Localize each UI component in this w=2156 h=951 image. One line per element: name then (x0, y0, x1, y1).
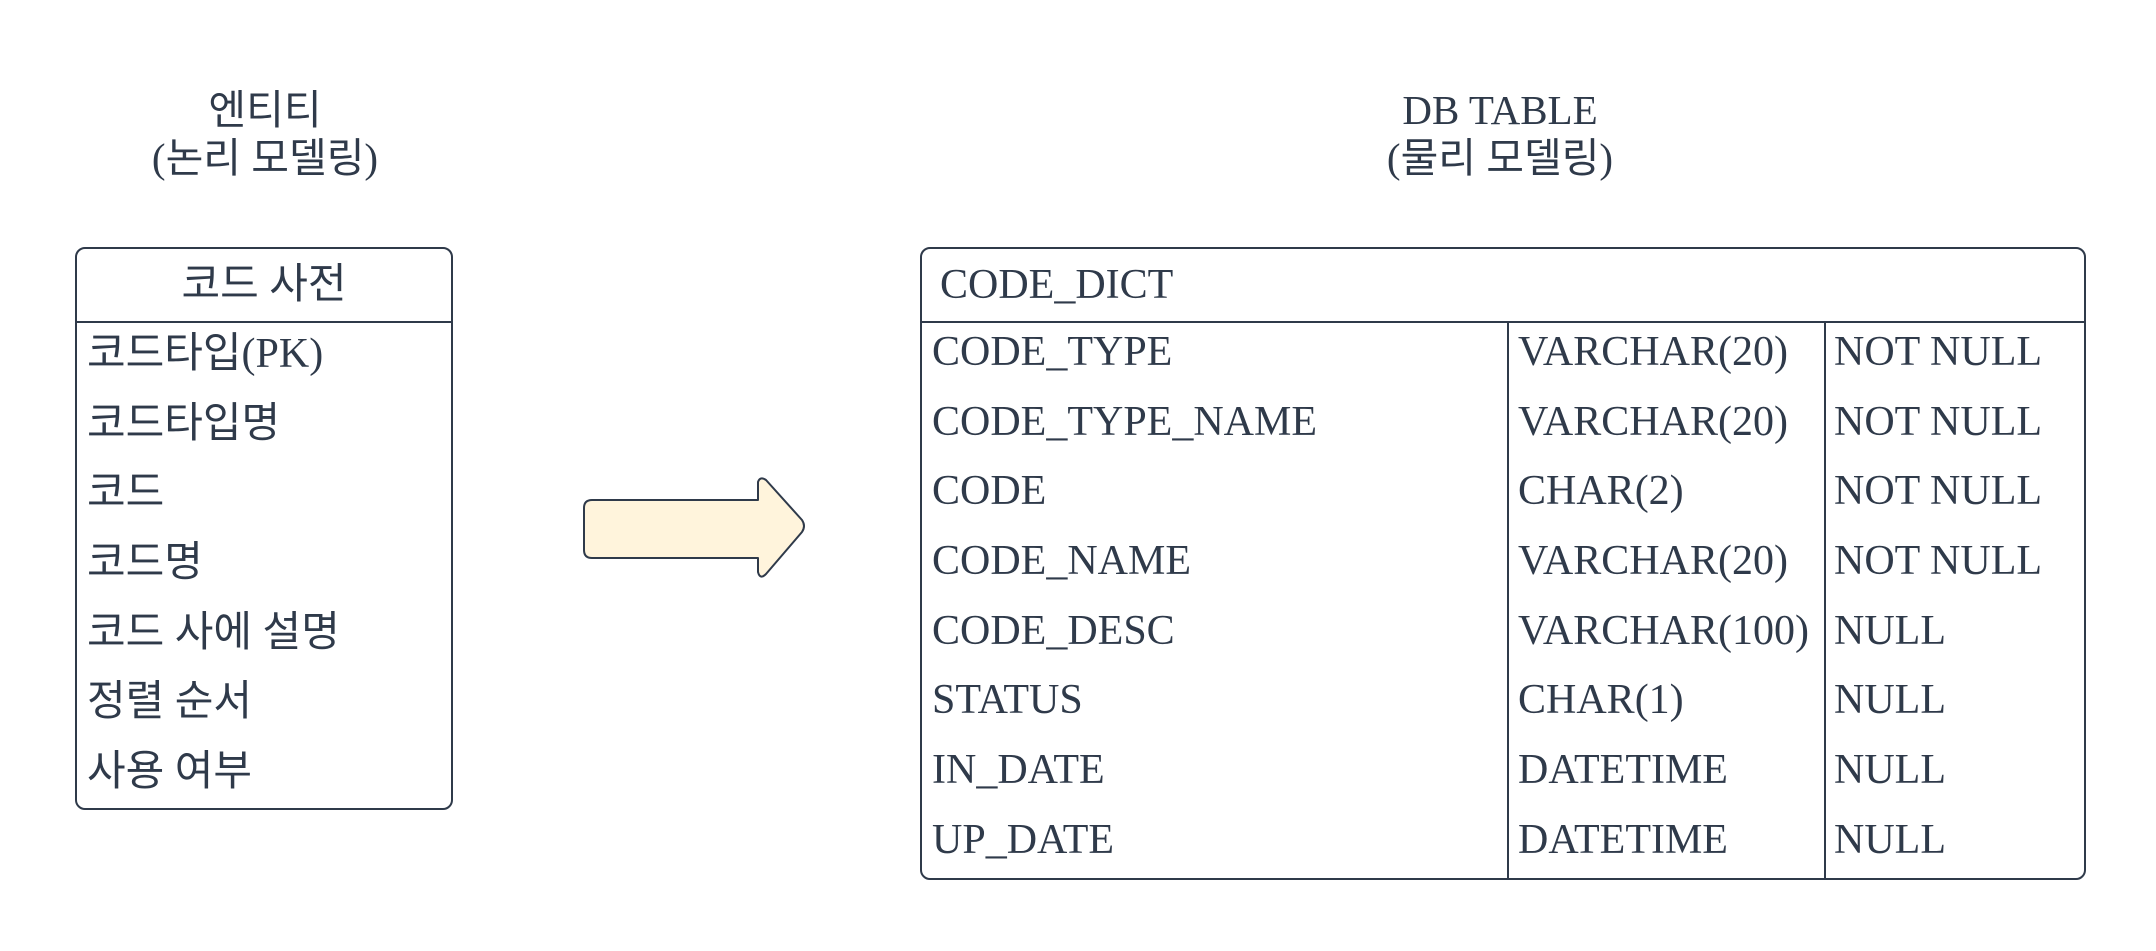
entity-attribute: 코드타입명 (87, 400, 281, 447)
entity-attribute: 코드명 (87, 540, 203, 587)
column-name: CODE (932, 468, 1047, 515)
column-type: VARCHAR(100) (1518, 607, 1809, 654)
column-name: IN_DATE (932, 747, 1105, 794)
table-row: CODE CHAR(2) NOT NULL (922, 460, 2084, 530)
entity-attribute: 코드 사에 설명 (87, 609, 340, 656)
entity-heading: 엔티티 (논리 모델링) (80, 86, 450, 182)
column-nullable: NULL (1834, 677, 1946, 724)
table-row: CODE_TYPE_NAME VARCHAR(20) NOT NULL (922, 391, 2084, 461)
entity-box: 코드 사전 코드타입(PK) 코드타입명 코드 코드명 코드 사에 설명 정렬 … (75, 247, 453, 810)
table-row: UP_DATE DATETIME NULL (922, 809, 2084, 879)
column-nullable: NULL (1834, 607, 1946, 654)
column-type: DATETIME (1518, 816, 1728, 863)
entity-attribute: 코드타입(PK) (87, 331, 324, 377)
table-heading: DB TABLE (물리 모델링) (1300, 86, 1700, 182)
table-heading-subtitle: (물리 모델링) (1386, 135, 1614, 181)
column-nullable: NOT NULL (1834, 468, 2043, 515)
column-divider (1507, 321, 1509, 878)
entity-heading-title: 엔티티 (208, 87, 322, 133)
column-nullable: NOT NULL (1834, 538, 2043, 585)
table-row: CODE_TYPE VARCHAR(20) NOT NULL (922, 321, 2084, 391)
column-nullable: NULL (1834, 747, 1946, 794)
column-name: STATUS (932, 677, 1083, 724)
column-name: UP_DATE (932, 816, 1115, 863)
table-name: CODE_DICT (922, 249, 2084, 323)
column-type: VARCHAR(20) (1518, 538, 1788, 585)
column-type: VARCHAR(20) (1518, 398, 1788, 445)
column-name: CODE_TYPE (932, 329, 1173, 375)
entity-attribute: 사용 여부 (87, 749, 253, 796)
table-row: IN_DATE DATETIME NULL (922, 739, 2084, 809)
column-type: CHAR(1) (1518, 677, 1684, 724)
column-name: CODE_NAME (932, 538, 1191, 585)
column-nullable: NOT NULL (1834, 329, 2043, 375)
entity-attribute: 코드 (87, 470, 165, 517)
column-type: DATETIME (1518, 747, 1728, 794)
entity-attribute-list: 코드타입(PK) 코드타입명 코드 코드명 코드 사에 설명 정렬 순서 사용 … (77, 323, 451, 811)
column-name: CODE_DESC (932, 607, 1175, 654)
table-columns: CODE_TYPE VARCHAR(20) NOT NULL CODE_TYPE… (922, 321, 2084, 879)
column-name: CODE_TYPE_NAME (932, 398, 1317, 445)
column-type: VARCHAR(20) (1518, 329, 1788, 375)
entity-heading-subtitle: (논리 모델링) (151, 135, 379, 181)
right-arrow-icon (583, 477, 805, 578)
column-nullable: NOT NULL (1834, 398, 2043, 445)
column-type: CHAR(2) (1518, 468, 1684, 515)
entity-title: 코드 사전 (77, 249, 451, 323)
arrow-shape (583, 477, 805, 578)
table-row: CODE_DESC VARCHAR(100) NULL (922, 600, 2084, 670)
entity-attribute: 정렬 순서 (87, 679, 253, 726)
table-heading-title: DB TABLE (1402, 87, 1598, 133)
table-row: STATUS CHAR(1) NULL (922, 669, 2084, 739)
column-nullable: NULL (1834, 816, 1946, 863)
table-row: CODE_NAME VARCHAR(20) NOT NULL (922, 530, 2084, 600)
db-table-box: CODE_DICT CODE_TYPE VARCHAR(20) NOT NULL… (920, 247, 2086, 880)
column-divider (1824, 321, 1826, 878)
